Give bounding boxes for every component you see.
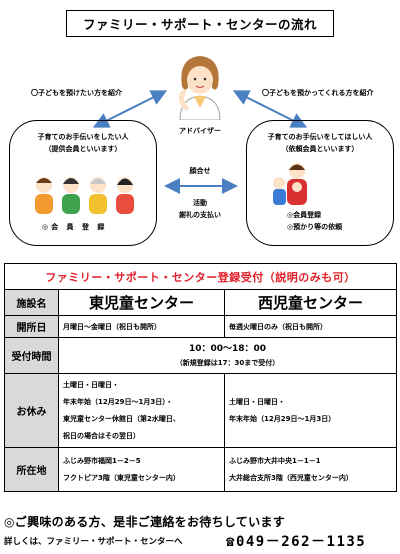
open-days-west: 毎週火曜日のみ（祝日も開所） (223, 315, 398, 338)
closed-east-line: 土曜日・日曜日・ (63, 380, 119, 389)
provider-people-illustration (35, 177, 134, 214)
provider-box: 子育てのお手伝いをしたい人 （提供会員といいます） ◎会 員 登 録 (9, 120, 157, 246)
hours-header: 受付時間 (4, 337, 59, 374)
right-caption: 〇子どもを預かってくれる方を紹介 (262, 89, 374, 97)
contact-invitation: ◎ご興味のある方、是非ご連絡をお待ちしています (4, 515, 286, 529)
meeting-label: 顔合せ (189, 167, 211, 175)
provider-title: 子育てのお手伝いをしたい人 (37, 133, 129, 141)
provider-subtitle: （提供会員といいます） (44, 145, 122, 153)
address-east: ふじみ野市福岡1－2－5 フクトピア3階（東児童センター内） (58, 447, 225, 492)
phone-number[interactable]: ☎049－262－1135 (226, 531, 366, 551)
closed-east-line: 祝日の場合はその翌日） (63, 431, 140, 440)
closed-west: 土曜日・日曜日・ 年末年始（12月29日～1月3日） (223, 373, 398, 448)
address-east-line: フクトピア3階（東児童センター内） (63, 473, 180, 482)
phone-value: 049－262－1135 (235, 534, 367, 550)
address-west-line: ふじみ野市大井中央1－1－1 (229, 456, 321, 465)
requester-box: 子育てのお手伝いをしてほしい人 （依頼会員といいます） ◎会員登録 ◎預かり等の… (246, 120, 394, 246)
payment-label: 謝礼の支払い (179, 211, 221, 219)
closed-west-line: 土曜日・日曜日・ (229, 397, 285, 406)
requester-family-illustration (273, 163, 307, 205)
facility-header: 施設名 (4, 289, 59, 316)
provider-registration: ◎会 員 登 録 (42, 223, 108, 231)
hours-note: （新規登録は17：30まで受付） (175, 358, 280, 367)
requester-registration: ◎会員登録 (287, 211, 322, 219)
requester-title: 子育てのお手伝いをしてほしい人 (267, 133, 373, 141)
closed-east-line: 年末年始（12月29日～1月3日）・ (63, 397, 173, 406)
adviser-illustration (178, 56, 221, 120)
registration-table: ファミリー・サポート・センター登録受付（説明のみも可） 施設名 東児童センター … (3, 263, 398, 492)
contact-details: 詳しくは、ファミリー・サポート・センターへ (4, 537, 183, 547)
closed-east-line: 東児童センター休館日（第2水曜日、 (63, 414, 180, 423)
facility-east: 東児童センター (58, 289, 225, 316)
facility-west: 西児童センター (223, 289, 398, 316)
hours-value: 10：00～18：00 (188, 343, 267, 354)
adviser-label: アドバイザー (179, 127, 221, 135)
address-header: 所在地 (4, 447, 59, 492)
closed-header: お休み (4, 373, 59, 448)
address-east-line: ふじみ野市福岡1－2－5 (63, 456, 141, 465)
open-days-header: 開所日 (4, 315, 59, 338)
closed-west-line: 年末年始（12月29日～1月3日） (229, 414, 336, 423)
activity-label: 活動 (193, 199, 207, 207)
open-days-east: 月曜日～金曜日（祝日も開所） (58, 315, 225, 338)
flow-title: ファミリー・サポート・センターの流れ (66, 10, 334, 37)
left-caption: 〇子どもを預けたい方を紹介 (31, 89, 122, 97)
phone-icon: ☎ (226, 534, 236, 550)
requester-subtitle: （依頼会員といいます） (281, 145, 359, 153)
closed-east: 土曜日・日曜日・ 年末年始（12月29日～1月3日）・ 東児童センター休館日（第… (58, 373, 225, 448)
table-banner: ファミリー・サポート・センター登録受付（説明のみも可） (3, 263, 398, 290)
address-west-line: 大井総合支所3階（西児童センター内） (229, 473, 353, 482)
address-west: ふじみ野市大井中央1－1－1 大井総合支所3階（西児童センター内） (223, 447, 398, 492)
requester-request: ◎預かり等の依頼 (287, 223, 343, 231)
